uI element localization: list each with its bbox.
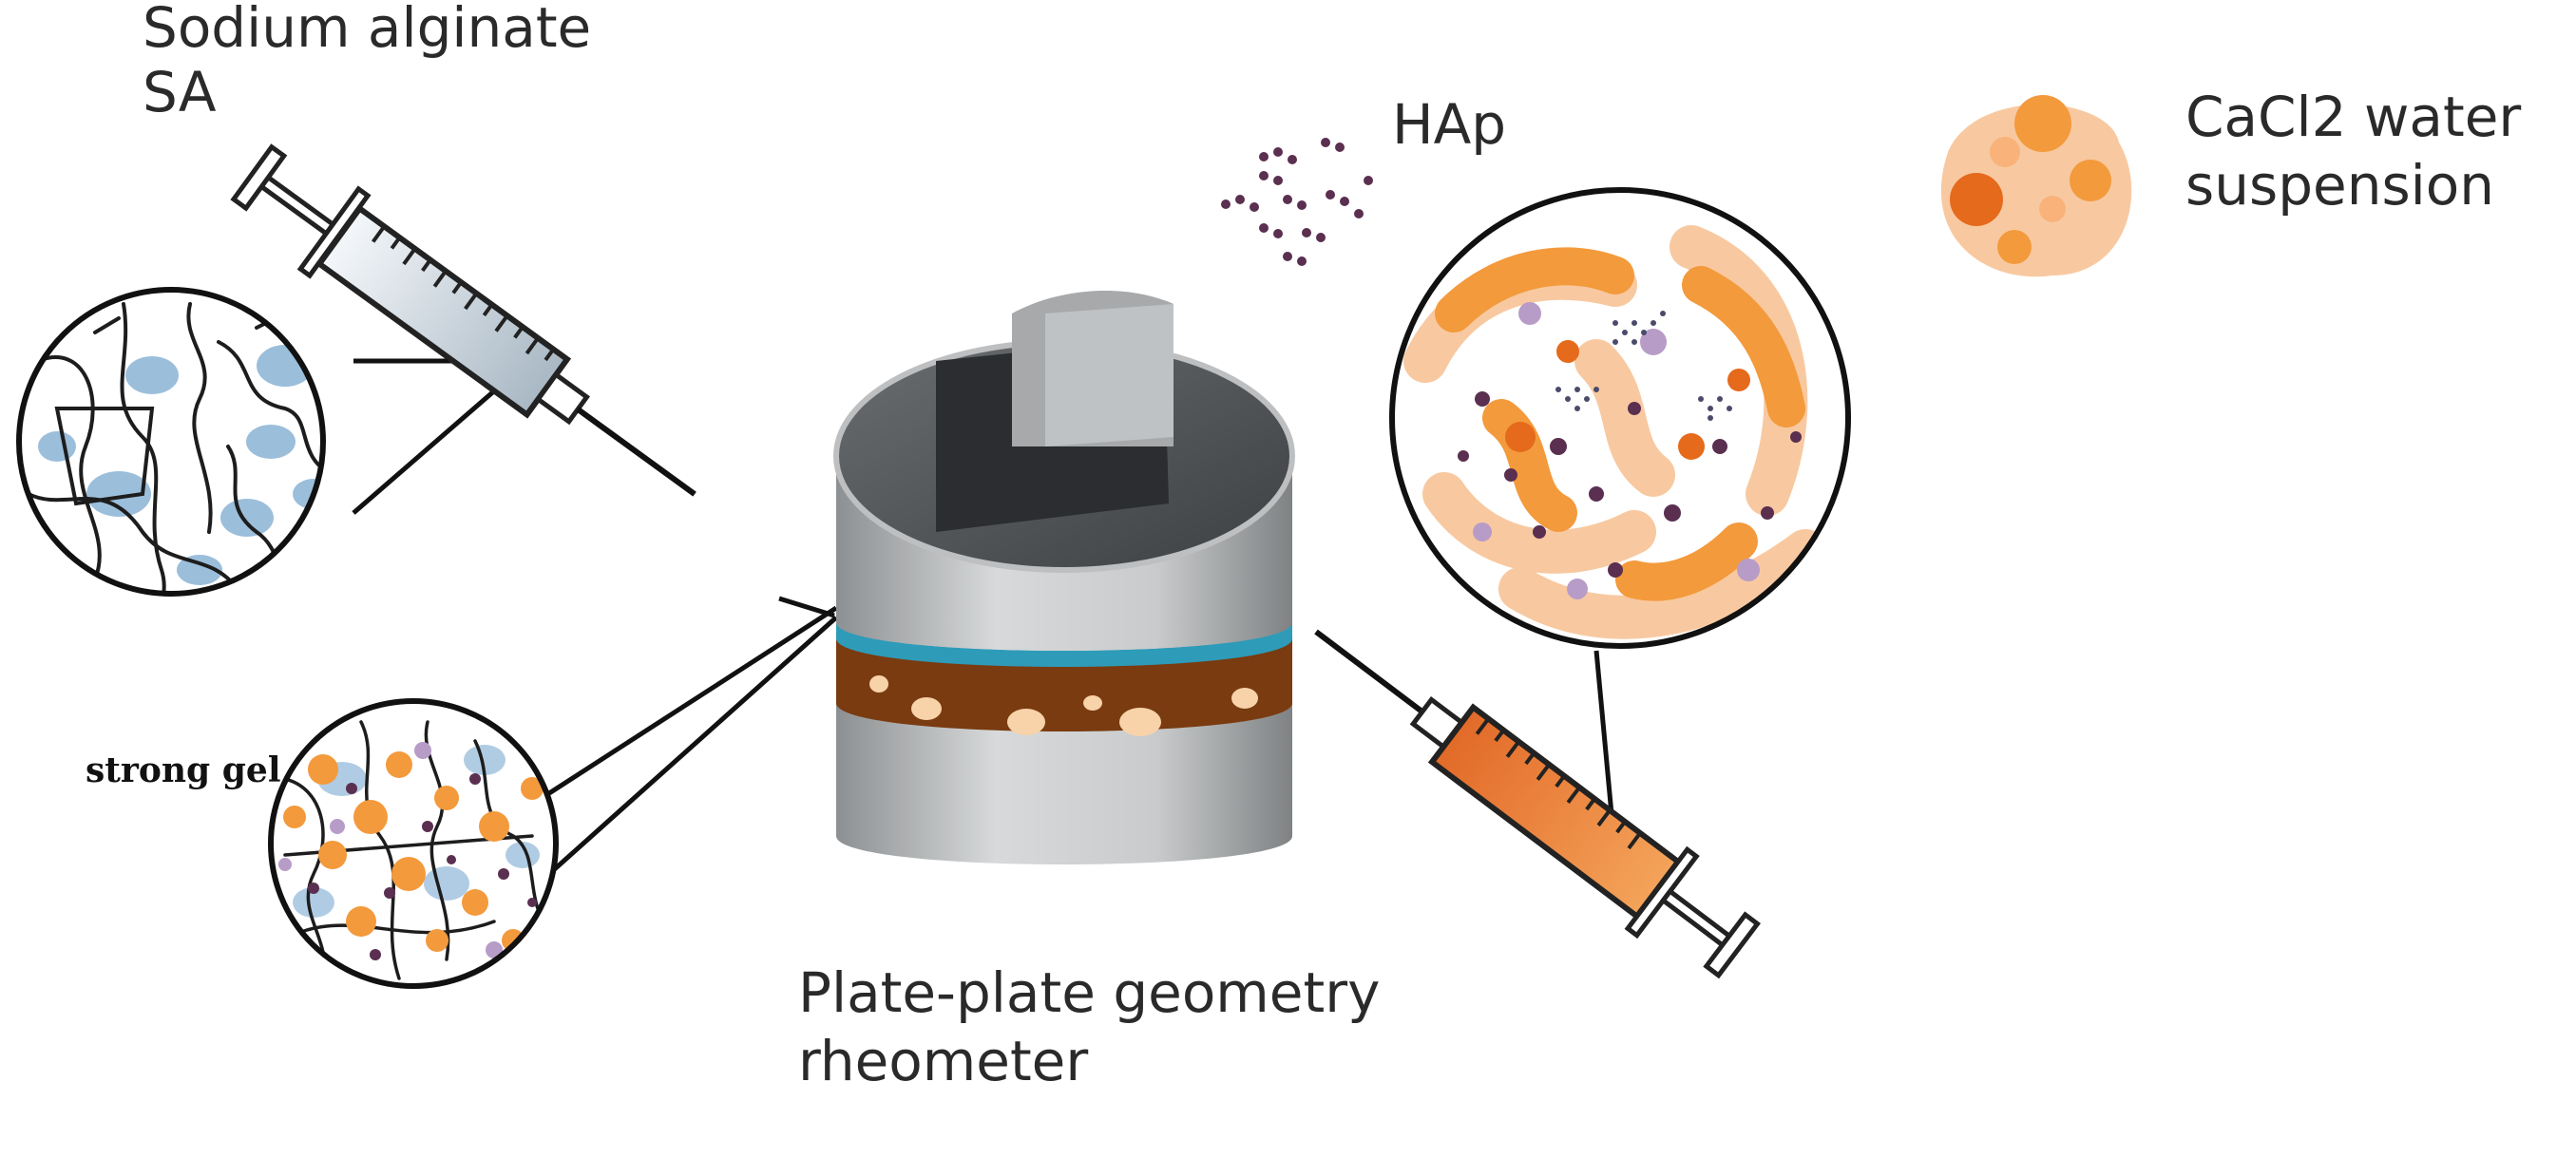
rheometer: [833, 291, 1295, 864]
alginate-syringe: [230, 143, 696, 497]
cacl2-hap-mixture-circle: [1389, 187, 1851, 649]
label-suspension: suspension: [2185, 153, 2495, 218]
strong-gel-circle: [268, 698, 559, 989]
label-sodium-alginate: Sodium alginate: [143, 0, 592, 60]
water-band: [836, 622, 1292, 667]
alginate-network-circle: [16, 287, 326, 597]
label-sa: SA: [143, 60, 217, 124]
label-rheometer: rheometer: [798, 1029, 1089, 1093]
label-cacl2-water: CaCl2 water: [2185, 85, 2522, 149]
label-hap: HAp: [1392, 92, 1507, 157]
cacl2-cluster: [1940, 95, 2132, 277]
label-plate-plate-geometry: Plate-plate geometry: [798, 960, 1381, 1025]
connector-lines: [352, 358, 1618, 876]
cacl2-hap-syringe: [1314, 629, 1762, 979]
gel-sample-band: [836, 636, 1292, 731]
label-strong-gel: strong gel: [86, 750, 281, 790]
hap-particles: [1221, 138, 1373, 266]
